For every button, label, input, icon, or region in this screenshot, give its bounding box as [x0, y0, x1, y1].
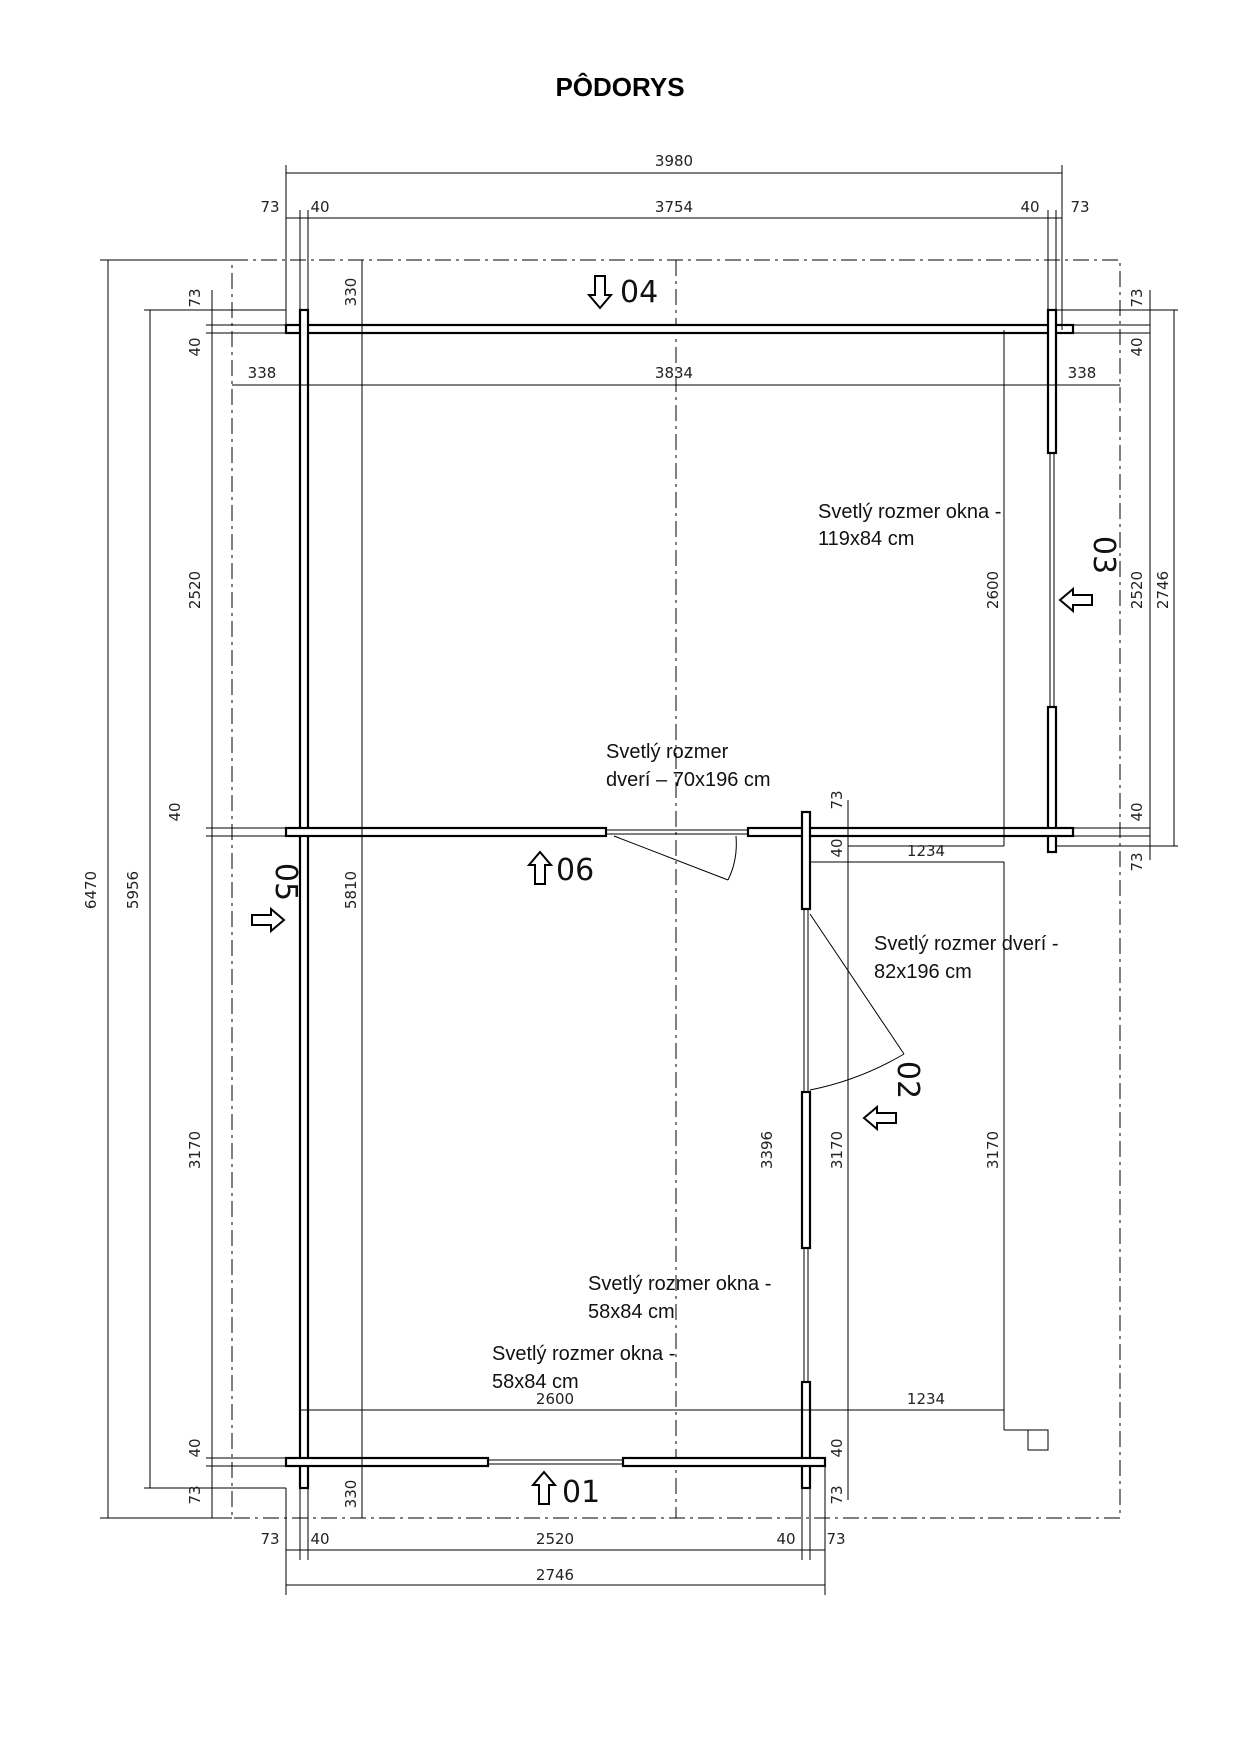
dim-top-total: 3980 — [655, 152, 693, 170]
dim-right-73-top: 73 — [1128, 288, 1146, 307]
arrow-up-icon — [532, 1471, 556, 1505]
wall-inner-middle — [800, 1090, 812, 1250]
wall-right-upper — [1046, 308, 1058, 455]
dim-top-inner: 3754 — [655, 198, 693, 216]
dim-left-40-bottom: 40 — [186, 1438, 204, 1457]
dimension-labels: 3980 73 40 3754 40 73 338 3834 338 330 7… — [82, 152, 1172, 1584]
wall-bottom-left — [284, 1456, 490, 1468]
dim-top-73-left: 73 — [260, 198, 279, 216]
svg-text:06: 06 — [556, 853, 594, 888]
dim-terrace-3170: 3170 — [984, 1131, 1002, 1169]
wall-right-lower — [1046, 705, 1058, 854]
arrow-up-icon — [528, 851, 552, 885]
dim-step-1234: 1234 — [907, 842, 945, 860]
dim-bot-inner: 2520 — [536, 1530, 574, 1548]
svg-text:02: 02 — [890, 1061, 925, 1099]
dim-eave-330-bottom: 330 — [342, 1480, 360, 1509]
dim-eave-330-top: 330 — [342, 278, 360, 307]
dim-bot-73-right: 73 — [826, 1530, 845, 1548]
note-door-inner: Svetlý rozmer dverí – 70x196 cm — [606, 741, 771, 791]
view-marker-06: 06 — [528, 851, 594, 888]
svg-text:01: 01 — [562, 1475, 600, 1510]
arrow-left-icon — [1059, 588, 1093, 612]
dim-bottom-73-right: 73 — [828, 1485, 846, 1504]
note-window-front: Svetlý rozmer okna - 58x84 cm — [492, 1343, 675, 1393]
svg-text:Svetlý rozmer: Svetlý rozmer — [606, 741, 729, 763]
arrow-down-icon — [588, 275, 612, 309]
dim-inner-2600-right: 2600 — [984, 571, 1002, 609]
dim-left-40-mid: 40 — [166, 802, 184, 821]
dim-overhang-right: 338 — [1068, 364, 1097, 382]
dim-bottom-1234: 1234 — [907, 1390, 945, 1408]
wall-top — [284, 323, 1075, 335]
dim-left-2520: 2520 — [186, 571, 204, 609]
door-inner — [606, 829, 748, 881]
dim-right-2520: 2520 — [1128, 571, 1146, 609]
svg-text:Svetlý rozmer okna -: Svetlý rozmer okna - — [492, 1343, 675, 1365]
wall-inner-lower — [800, 1380, 812, 1490]
view-marker-03: 03 — [1059, 536, 1121, 612]
svg-text:Svetlý rozmer dverí -: Svetlý rozmer dverí - — [874, 933, 1058, 955]
walls — [284, 308, 1075, 1490]
dim-side-3170: 3170 — [828, 1131, 846, 1169]
dim-left-3170: 3170 — [186, 1131, 204, 1169]
wall-inner-upper — [800, 810, 812, 911]
dim-left-40-top: 40 — [186, 337, 204, 356]
dim-bot-40-right: 40 — [776, 1530, 795, 1548]
view-marker-04: 04 — [588, 275, 658, 310]
dim-right-2746: 2746 — [1154, 571, 1172, 609]
arrow-left-icon — [863, 1106, 897, 1130]
dim-overhang-left: 338 — [248, 364, 277, 382]
dim-step-73: 73 — [828, 790, 846, 809]
svg-text:Svetlý rozmer okna -: Svetlý rozmer okna - — [588, 1273, 771, 1295]
dim-step-40: 40 — [828, 838, 846, 857]
dim-bottom-2600: 2600 — [536, 1390, 574, 1408]
dim-total-5956: 5956 — [124, 871, 142, 909]
dim-top-40-right: 40 — [1020, 198, 1039, 216]
view-marker-05: 05 — [251, 863, 303, 932]
dim-inner-width-top: 3834 — [655, 364, 693, 382]
note-window-right: Svetlý rozmer okna - 119x84 cm — [818, 501, 1001, 550]
svg-text:03: 03 — [1086, 536, 1121, 574]
interior-lines — [232, 260, 1120, 1518]
svg-text:dverí – 70x196 cm: dverí – 70x196 cm — [606, 769, 771, 791]
dim-bot-total: 2746 — [536, 1566, 574, 1584]
svg-text:82x196 cm: 82x196 cm — [874, 961, 972, 983]
svg-text:58x84 cm: 58x84 cm — [588, 1301, 675, 1323]
wall-mid-left — [284, 826, 608, 838]
dim-total-6470: 6470 — [82, 871, 100, 909]
arrow-right-icon — [251, 908, 285, 932]
dim-right-73-mid: 73 — [1128, 852, 1146, 871]
dim-top-73-right: 73 — [1070, 198, 1089, 216]
dim-bot-40-left: 40 — [310, 1530, 329, 1548]
view-marker-02: 02 — [863, 1061, 925, 1130]
note-window-side: Svetlý rozmer okna - 58x84 cm — [588, 1273, 771, 1323]
dim-bot-73-left: 73 — [260, 1530, 279, 1548]
view-marker-01: 01 — [532, 1471, 600, 1510]
wall-mid-right — [746, 826, 1075, 838]
wall-left — [298, 308, 310, 1490]
dim-left-73-bottom: 73 — [186, 1485, 204, 1504]
note-door-side: Svetlý rozmer dverí - 82x196 cm — [874, 933, 1058, 983]
svg-text:Svetlý rozmer okna -: Svetlý rozmer okna - — [818, 501, 1001, 523]
door-side — [803, 909, 905, 1092]
svg-text:04: 04 — [620, 275, 658, 310]
dim-right-40-top: 40 — [1128, 337, 1146, 356]
dim-room-5810: 5810 — [342, 871, 360, 909]
dim-side-3396: 3396 — [758, 1131, 776, 1169]
dim-left-73-top: 73 — [186, 288, 204, 307]
dim-bottom-40-right: 40 — [828, 1438, 846, 1457]
svg-text:119x84 cm: 119x84 cm — [818, 528, 914, 550]
svg-text:58x84 cm: 58x84 cm — [492, 1371, 579, 1393]
wall-bottom-right — [621, 1456, 827, 1468]
page-title: PÔDORYS — [555, 72, 685, 102]
dim-right-40-mid: 40 — [1128, 802, 1146, 821]
dimension-lines — [100, 165, 1178, 1595]
svg-text:05: 05 — [268, 863, 303, 901]
glazing — [488, 453, 1055, 1465]
dim-top-40-left: 40 — [310, 198, 329, 216]
